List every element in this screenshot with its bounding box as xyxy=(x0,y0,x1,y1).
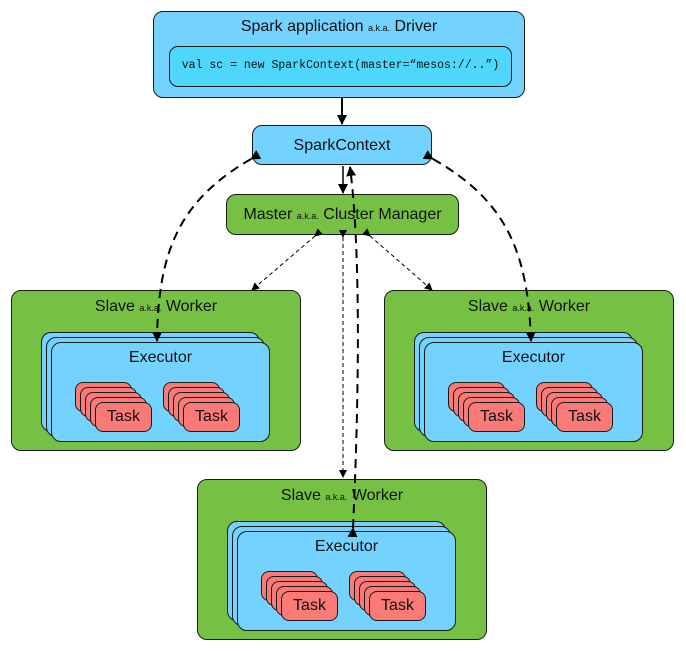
worker-box: Slave a.k.a. Worker Executor Task Task xyxy=(384,290,674,451)
task-box: Task xyxy=(183,402,240,432)
task-label: Task xyxy=(107,408,140,425)
driver-title-main: Spark application xyxy=(240,18,364,35)
worker-title: Slave a.k.a. Worker xyxy=(198,487,486,505)
master-box: Master a.k.a. Cluster Manager xyxy=(226,194,459,235)
worker-title: Slave a.k.a. Worker xyxy=(385,298,673,316)
task-label: Task xyxy=(480,408,513,425)
task-box: Task xyxy=(556,402,613,432)
driver-title: Spark application a.k.a. Driver xyxy=(154,18,524,36)
executor-box: Executor Task Task xyxy=(424,342,643,442)
task-label: Task xyxy=(568,408,601,425)
worker-title: Slave a.k.a. Worker xyxy=(12,298,300,316)
code-box: val sc = new SparkContext(master=“mesos:… xyxy=(169,46,512,87)
task-label: Task xyxy=(381,597,414,614)
spark-context-box: SparkContext xyxy=(252,125,432,165)
task-label: Task xyxy=(195,408,228,425)
executor-box: Executor Task Task xyxy=(237,531,456,631)
master-left-worker-arrow xyxy=(251,228,323,291)
executor-label: Executor xyxy=(501,349,566,366)
worker-box: Slave a.k.a. Worker Executor Task Task xyxy=(197,479,487,640)
task-box: Task xyxy=(369,591,426,621)
worker-title-main: Slave xyxy=(467,298,508,315)
worker-title-role: Worker xyxy=(351,487,404,504)
master-title-role: Cluster Manager xyxy=(323,206,442,223)
worker-title-main: Slave xyxy=(94,298,135,315)
task-box: Task xyxy=(281,591,338,621)
executor-box: Executor Task Task xyxy=(51,342,270,442)
executor-label: Executor xyxy=(128,349,193,366)
driver-box: Spark application a.k.a. Driver val sc =… xyxy=(153,11,525,98)
worker-title-main: Slave xyxy=(280,487,321,504)
task-box: Task xyxy=(95,402,152,432)
master-right-worker-arrow xyxy=(362,228,433,291)
spark-context-label: SparkContext xyxy=(293,137,391,154)
worker-title-role: Worker xyxy=(538,298,591,315)
master-title: Master a.k.a. Cluster Manager xyxy=(227,206,458,224)
worker-title-role: Worker xyxy=(165,298,218,315)
driver-title-aka: a.k.a. xyxy=(368,23,391,33)
task-label: Task xyxy=(293,597,326,614)
worker-title-aka: a.k.a. xyxy=(512,303,535,313)
worker-title-aka: a.k.a. xyxy=(325,492,348,502)
code-text: val sc = new SparkContext(master=“mesos:… xyxy=(181,59,500,72)
driver-title-role: Driver xyxy=(394,18,438,35)
executor-label: Executor xyxy=(314,538,379,555)
master-title-main: Master xyxy=(243,206,293,223)
task-box: Task xyxy=(468,402,525,432)
worker-title-aka: a.k.a. xyxy=(139,303,162,313)
master-title-aka: a.k.a. xyxy=(296,211,319,221)
worker-box: Slave a.k.a. Worker Executor Task Task xyxy=(11,290,301,451)
